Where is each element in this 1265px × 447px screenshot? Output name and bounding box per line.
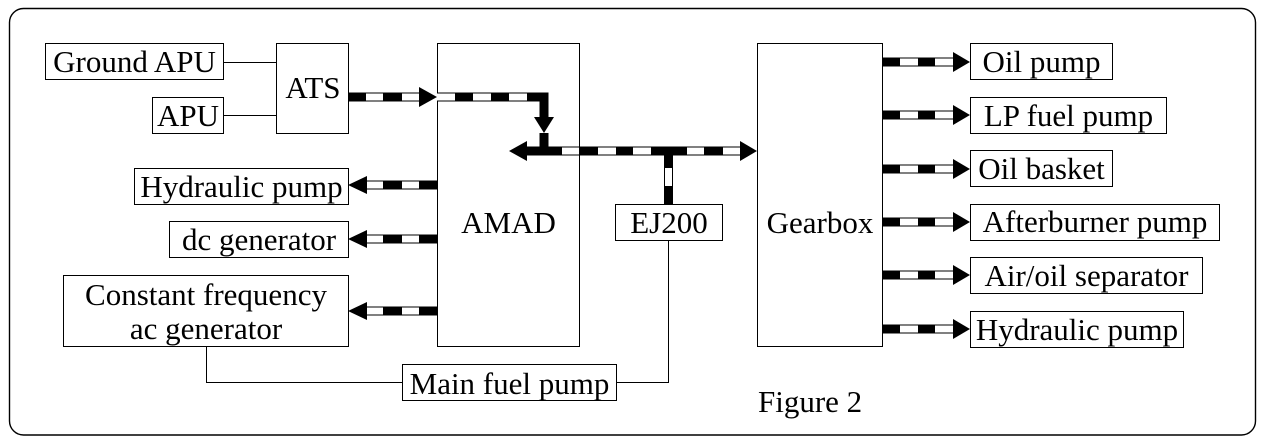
node-label: Main fuel pump: [410, 366, 610, 401]
arrowhead-right-icon: [953, 319, 970, 339]
arrowhead-right-icon: [419, 87, 437, 107]
node-apu: APU: [152, 97, 224, 134]
arrowhead-right-icon: [953, 159, 970, 179]
node-label: EJ200: [630, 205, 708, 240]
node-label: AMAD: [461, 205, 556, 240]
drive-arrow-gearbox-to-oil-pump: [882, 52, 970, 72]
node-ats: ATS: [276, 43, 349, 134]
drive-arrow-amad-to-ac-generator: [348, 302, 437, 320]
arrowhead-left-icon: [348, 230, 367, 248]
drive-arrow-gearbox-to-oil-basket: [882, 159, 970, 179]
node-oil-basket: Oil basket: [970, 150, 1113, 187]
node-label-line-1: Constant frequency: [85, 277, 327, 312]
arrowhead-right-icon: [953, 212, 970, 232]
node-ground-apu: Ground APU: [45, 43, 224, 80]
node-label: ATS: [285, 70, 340, 105]
node-gearbox: Gearbox: [757, 43, 883, 347]
arrowhead-down-icon: [534, 117, 554, 133]
drive-arrow-amad-to-hydraulic-pump: [348, 176, 437, 194]
drive-arrow-amad-internal-feed: [437, 92, 554, 147]
node-label: Ground APU: [53, 44, 216, 79]
arrowhead-right-icon: [953, 52, 970, 72]
node-label: dc generator: [182, 222, 337, 257]
drive-shaft-amad-gearbox: [509, 141, 757, 161]
node-air-oil-separator: Air/oil separator: [970, 257, 1203, 294]
node-amad: AMAD: [437, 43, 580, 347]
arrowhead-right-icon: [740, 141, 757, 161]
drive-arrow-amad-to-dc-generator: [348, 230, 437, 248]
node-lp-fuel-pump: LP fuel pump: [970, 97, 1167, 134]
arrowhead-left-icon: [348, 302, 367, 320]
node-afterburner-pump: Afterburner pump: [970, 204, 1220, 241]
node-amad-hydraulic-pump: Hydraulic pump: [134, 168, 349, 205]
node-ej200: EJ200: [615, 204, 723, 241]
drive-arrow-gearbox-to-afterburner-pump: [882, 212, 970, 232]
edge-main-fuel-pump-to-ej200: [616, 240, 669, 383]
node-label-line-2: ac generator: [130, 311, 283, 346]
arrowhead-right-icon: [953, 105, 970, 125]
node-label: Hydraulic pump: [140, 169, 342, 204]
node-oil-pump: Oil pump: [970, 43, 1113, 80]
node-label: Afterburner pump: [983, 204, 1208, 239]
node-dc-generator: dc generator: [169, 221, 349, 258]
drive-arrow-ats-to-amad: [348, 87, 437, 107]
node-constant-frequency-ac-generator: Constant frequency ac generator: [63, 275, 349, 347]
node-label: Oil pump: [983, 44, 1101, 79]
arrowhead-left-icon: [509, 141, 527, 161]
node-gearbox-hydraulic-pump: Hydraulic pump: [970, 311, 1184, 348]
figure-caption: Figure 2: [758, 384, 862, 419]
drive-arrow-gearbox-to-hydraulic-pump: [882, 319, 970, 339]
node-main-fuel-pump: Main fuel pump: [402, 364, 617, 401]
node-label: LP fuel pump: [984, 98, 1153, 133]
node-label: Air/oil separator: [984, 258, 1189, 293]
node-label: Hydraulic pump: [976, 312, 1178, 347]
edge-generator-to-main-fuel-pump: [206, 346, 402, 383]
arrowhead-right-icon: [953, 265, 970, 285]
drive-arrow-gearbox-to-air-oil-separator: [882, 265, 970, 285]
node-label: Oil basket: [978, 151, 1105, 186]
drive-arrow-gearbox-to-lp-fuel-pump: [882, 105, 970, 125]
node-label: Gearbox: [767, 205, 874, 240]
arrowhead-left-icon: [348, 176, 367, 194]
node-label: APU: [157, 98, 219, 133]
